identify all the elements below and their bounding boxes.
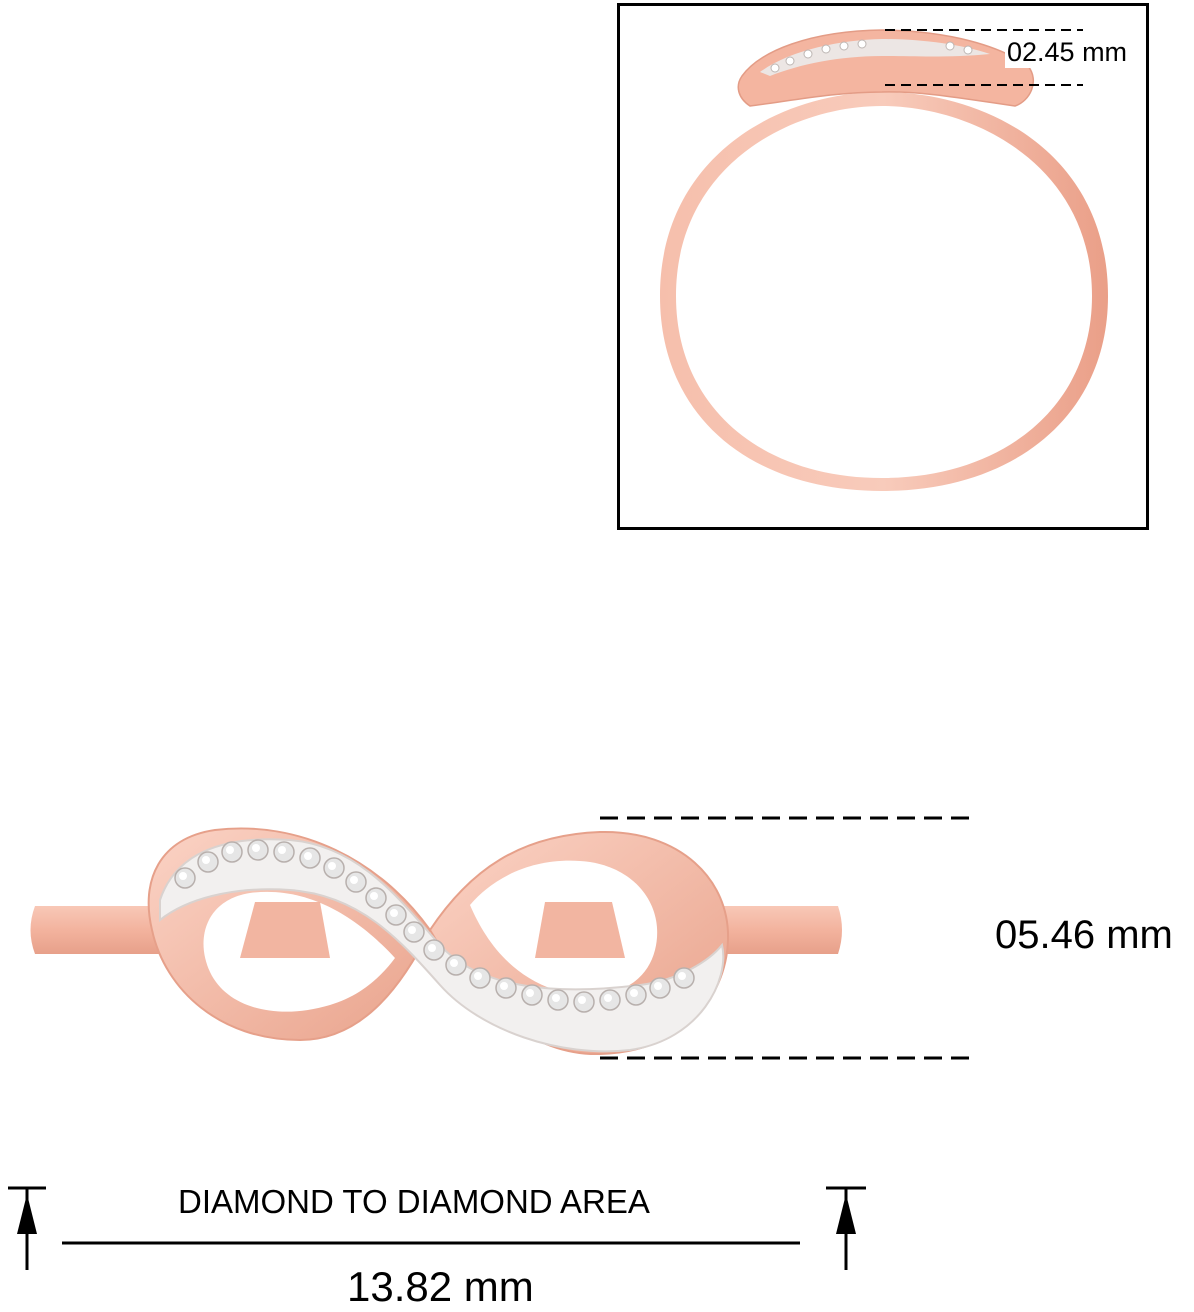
diamond-highlight — [408, 926, 416, 934]
infinity-height-label: 05.46 mm — [995, 913, 1173, 957]
diamond-highlight — [474, 972, 482, 980]
diamond-highlight — [390, 909, 398, 917]
diamond-highlight — [278, 846, 286, 854]
diamond-highlight — [370, 892, 378, 900]
diamond-highlight — [578, 996, 586, 1004]
diamond-highlight — [304, 852, 312, 860]
diamond-highlight — [328, 862, 336, 870]
ring-side-view-inset — [617, 3, 1149, 530]
diamond-stones — [174, 839, 695, 1013]
diamond-highlight — [500, 982, 508, 990]
diamond-highlight — [552, 994, 560, 1002]
ring-side-view — [660, 29, 1108, 491]
band-height-label: 02.45 mm — [1005, 37, 1130, 68]
diamond-highlight — [526, 989, 534, 997]
diamond-highlight — [654, 982, 662, 990]
diamond-highlight — [428, 944, 436, 952]
diamond-highlight — [226, 846, 234, 854]
diamond-highlight — [179, 872, 187, 880]
diamond-area-width-dimension — [8, 1186, 866, 1270]
infinity-height-dimension — [600, 816, 978, 1060]
band-height-dimension — [885, 29, 1083, 86]
diamond-highlight — [252, 844, 260, 852]
diamond-highlight — [350, 876, 358, 884]
diamond-highlight — [604, 994, 612, 1002]
diamond-highlight — [202, 856, 210, 864]
diamond-area-width-label: 13.82 mm — [347, 1263, 534, 1310]
diamond-area-caption: DIAMOND TO DIAMOND AREA — [178, 1183, 650, 1220]
diamond-highlight — [630, 989, 638, 997]
diamond-highlight — [678, 972, 686, 980]
diamond-highlight — [450, 959, 458, 967]
